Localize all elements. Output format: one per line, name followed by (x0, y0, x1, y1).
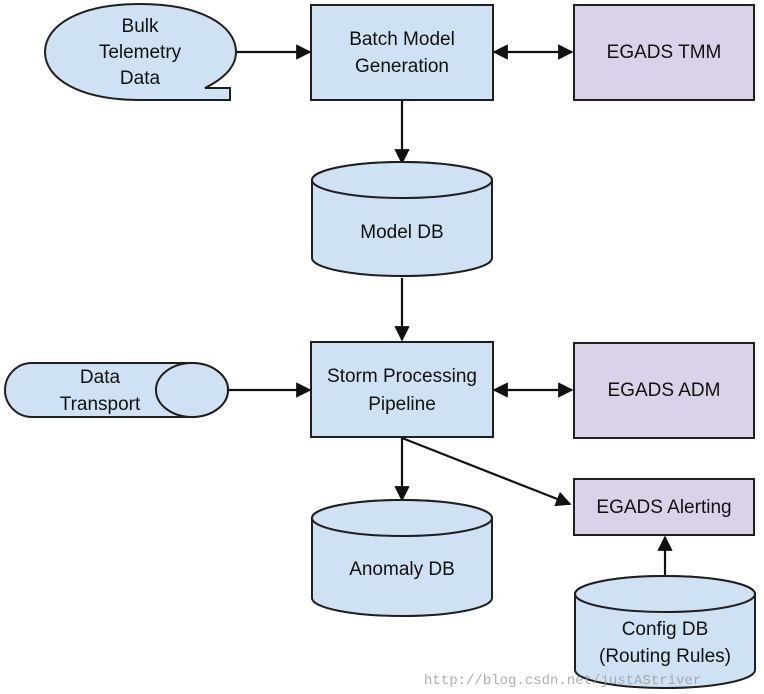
node-storm-pipeline: Storm Processing Pipeline (310, 341, 494, 438)
egads-adm-label: EGADS ADM (608, 380, 721, 401)
node-egads-tmm: EGADS TMM (573, 4, 755, 101)
data-transport-line-2: Transport (60, 394, 141, 415)
node-egads-adm: EGADS ADM (573, 342, 755, 439)
data-transport-line-1: Data (80, 367, 121, 388)
watermark-text: http://blog.csdn.net/justAStriver (424, 673, 701, 689)
model-db-label: Model DB (360, 222, 443, 243)
config-db-top (574, 575, 756, 613)
bulk-telemetry-line-3: Data (120, 68, 161, 89)
edges (222, 44, 673, 575)
egads-tmm-label: EGADS TMM (607, 42, 722, 63)
batch-model-line-2: Generation (355, 56, 449, 77)
egads-tmm-box (573, 4, 755, 101)
egads-alerting-box (573, 478, 755, 536)
node-batch-model: Batch Model Generation (310, 4, 494, 101)
storm-pipeline-line-2: Pipeline (368, 394, 436, 415)
anomaly-db-label: Anomaly DB (349, 559, 455, 580)
config-db-line-1: Config DB (622, 619, 709, 640)
data-transport-cap (155, 362, 229, 418)
batch-model-line-1: Batch Model (349, 29, 455, 50)
model-db-top (311, 161, 493, 199)
node-model-db: Model DB (311, 161, 493, 277)
bulk-telemetry-line-1: Bulk (122, 16, 159, 37)
config-db-line-2: (Routing Rules) (599, 646, 731, 667)
node-anomaly-db: Anomaly DB (311, 499, 493, 617)
node-bulk-telemetry: Bulk Telemetry Data (43, 2, 238, 101)
bulk-telemetry-shape (43, 2, 238, 101)
edge-storm-to-alerting (401, 436, 572, 507)
storm-pipeline-box (310, 341, 494, 438)
node-data-transport: Data Transport (4, 362, 229, 418)
node-egads-alerting: EGADS Alerting (573, 478, 755, 536)
batch-model-box (310, 4, 494, 101)
storm-pipeline-line-1: Storm Processing (327, 366, 477, 387)
anomaly-db-top (311, 499, 493, 537)
node-config-db: Config DB (Routing Rules) (574, 575, 756, 689)
egads-alerting-label: EGADS Alerting (596, 497, 731, 518)
egads-adm-box (573, 342, 755, 439)
bulk-telemetry-line-2: Telemetry (99, 42, 182, 63)
